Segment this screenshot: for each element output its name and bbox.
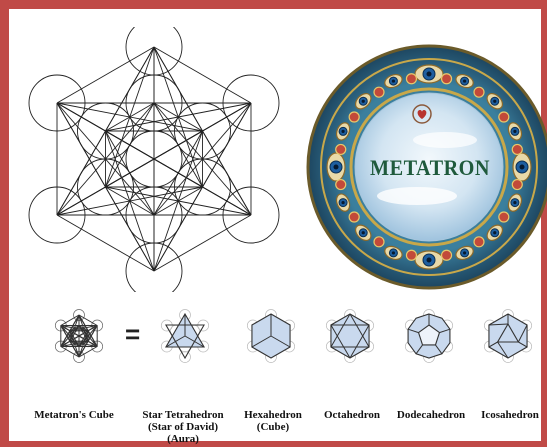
cube-line — [57, 103, 202, 131]
cube-line — [57, 47, 154, 103]
cube-line — [154, 47, 251, 103]
caption-dodecahedron: Dodecahedron — [389, 409, 473, 421]
hexahedron-figure — [231, 302, 311, 370]
seal-gem — [512, 144, 522, 154]
caption-line: Dodecahedron — [389, 409, 473, 421]
caption-line: Star Tetrahedron — [133, 409, 233, 421]
caption-line: Icosahedron — [471, 409, 547, 421]
seal-gem — [442, 74, 452, 84]
eye-icon — [415, 251, 443, 269]
eye-icon — [415, 65, 443, 83]
seal-gem — [406, 74, 416, 84]
star-tetrahedron-figure — [145, 302, 225, 370]
seal-gem — [336, 180, 346, 190]
caption-metatrons-cube: Metatron's Cube — [31, 409, 117, 421]
caption-line: Hexahedron — [233, 409, 313, 421]
cube-line — [57, 187, 202, 215]
caption-star-tetrahedron: Star Tetrahedron (Star of David) (Aura) — [133, 409, 233, 445]
seal-gem — [474, 87, 484, 97]
seal-gem — [349, 212, 359, 222]
caption-line: Metatron's Cube — [31, 409, 117, 421]
cube-line — [57, 215, 154, 271]
caption-icosahedron: Icosahedron — [471, 409, 547, 421]
octahedron-figure — [310, 302, 390, 370]
seal-gem — [406, 250, 416, 260]
solid-outline — [331, 314, 369, 358]
icosahedron-figure — [468, 302, 547, 370]
eye-icon — [513, 153, 531, 181]
seal-gem — [474, 237, 484, 247]
cube-line — [154, 131, 202, 271]
caption-line: Octahedron — [313, 409, 391, 421]
cube-line — [154, 47, 202, 187]
eye-icon — [327, 153, 345, 181]
seal-gem — [512, 180, 522, 190]
caption-line: (Aura) — [133, 433, 233, 445]
metatrons-cube-figure — [24, 27, 284, 292]
seal-gem — [374, 237, 384, 247]
caption-hexahedron: Hexahedron (Cube) — [233, 409, 313, 433]
seal-gem — [442, 250, 452, 260]
seal-title: METATRON — [355, 155, 504, 181]
caption-octahedron: Octahedron — [313, 409, 391, 421]
seal-gem — [374, 87, 384, 97]
metatrons-cube-small — [39, 302, 119, 370]
seal-gem — [349, 112, 359, 122]
heart-icon — [411, 104, 433, 124]
caption-line: (Star of David) — [133, 421, 233, 433]
cube-line — [154, 215, 251, 271]
seal-gem — [499, 112, 509, 122]
dodecahedron-figure — [389, 302, 469, 370]
seal-gem — [499, 212, 509, 222]
seal-gem — [336, 144, 346, 154]
equals-sign: = — [125, 319, 140, 350]
caption-line: (Cube) — [233, 421, 313, 433]
